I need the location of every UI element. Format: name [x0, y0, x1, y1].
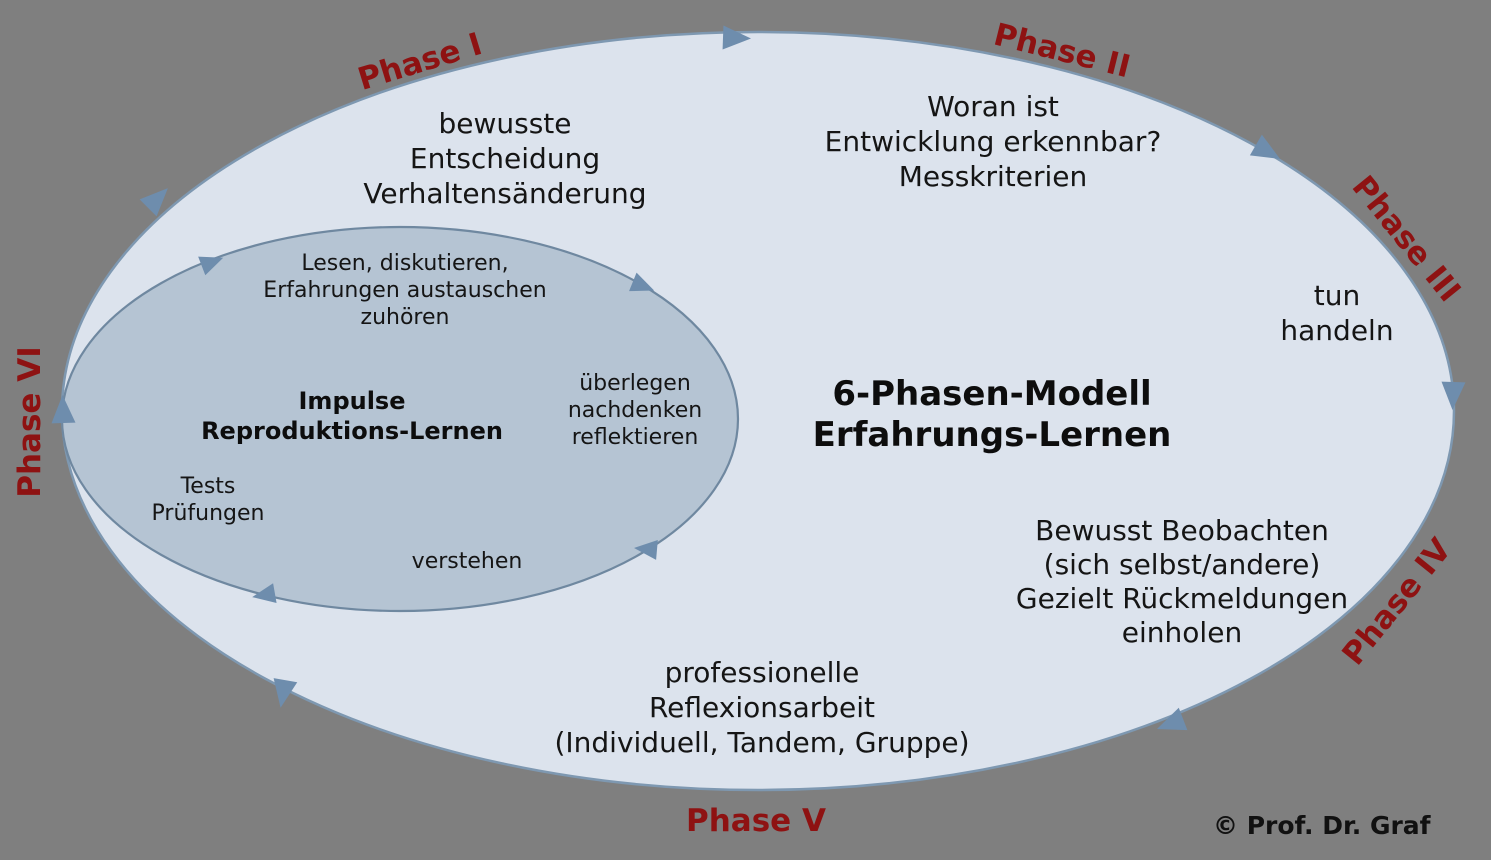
note-line: reflektieren — [571, 425, 699, 450]
note-line: Reflexionsarbeit — [648, 691, 876, 724]
note-thinking: überlegen nachdenken reflektieren — [568, 370, 702, 451]
main-title-line: Erfahrungs-Lernen — [812, 415, 1172, 455]
note-tests: Tests Prüfungen — [152, 473, 265, 527]
flow-arrow-icon — [198, 256, 224, 276]
note-line: Woran ist — [927, 90, 1059, 123]
note-line: überlegen — [579, 371, 691, 396]
note-action: tun handeln — [1280, 278, 1393, 348]
note-line: verstehen — [411, 549, 523, 574]
note-measurement: Woran ist Entwicklung erkennbar? Messkri… — [825, 89, 1162, 194]
note-line: Messkriterien — [898, 160, 1088, 193]
note-line: (Individuell, Tandem, Gruppe) — [554, 726, 970, 759]
phase-6-label: Phase VI — [12, 346, 48, 498]
flow-arrow-icon — [634, 539, 658, 560]
note-line: einholen — [1121, 616, 1243, 649]
note-input: Lesen, diskutieren, Erfahrungen austausc… — [263, 250, 546, 331]
flow-arrow-icon — [1441, 381, 1466, 410]
note-line: handeln — [1280, 314, 1394, 347]
note-observation: Bewusst Beobachten (sich selbst/andere) … — [1016, 514, 1348, 650]
inner-title-line: Reproduktions-Lernen — [201, 417, 503, 445]
inner-title-line: Impulse — [298, 387, 406, 415]
note-line: professionelle — [664, 656, 860, 689]
flow-arrow-icon — [1249, 134, 1281, 159]
note-understanding: verstehen — [412, 548, 523, 575]
flow-arrow-icon — [1156, 707, 1188, 731]
note-line: Bewusst Beobachten — [1035, 514, 1329, 547]
copyright-text: © Prof. Dr. Graf — [1213, 811, 1431, 840]
note-line: (sich selbst/andere) — [1043, 548, 1321, 581]
note-line: bewusste — [438, 107, 572, 140]
flow-arrow-icon — [629, 272, 655, 292]
note-line: Entwicklung erkennbar? — [824, 125, 1162, 158]
note-line: tun — [1313, 279, 1361, 312]
inner-title: Impulse Reproduktions-Lernen — [201, 386, 503, 446]
flow-arrow-icon — [252, 583, 277, 603]
note-line: Prüfungen — [151, 501, 265, 526]
note-line: Erfahrungen austauschen — [263, 278, 547, 303]
note-line: Entscheidung — [409, 142, 601, 175]
note-line: nachdenken — [567, 398, 703, 423]
note-decision: bewusste Entscheidung Verhaltensänderung — [363, 106, 646, 211]
flow-arrow-icon — [51, 395, 76, 424]
flow-arrow-icon — [139, 188, 168, 217]
note-line: Verhaltensänderung — [363, 177, 647, 210]
note-reflection: professionelle Reflexionsarbeit (Individ… — [554, 655, 969, 760]
main-title-line: 6-Phasen-Modell — [832, 374, 1152, 414]
main-title: 6-Phasen-Modell Erfahrungs-Lernen — [813, 374, 1172, 456]
note-line: zuhören — [360, 305, 450, 330]
flow-arrow-icon — [722, 25, 751, 50]
note-line: Gezielt Rückmeldungen — [1015, 582, 1349, 615]
note-line: Lesen, diskutieren, — [301, 251, 509, 276]
flow-arrow-icon — [273, 678, 298, 708]
note-line: Tests — [180, 474, 236, 499]
phase-5-label: Phase V — [686, 803, 826, 839]
